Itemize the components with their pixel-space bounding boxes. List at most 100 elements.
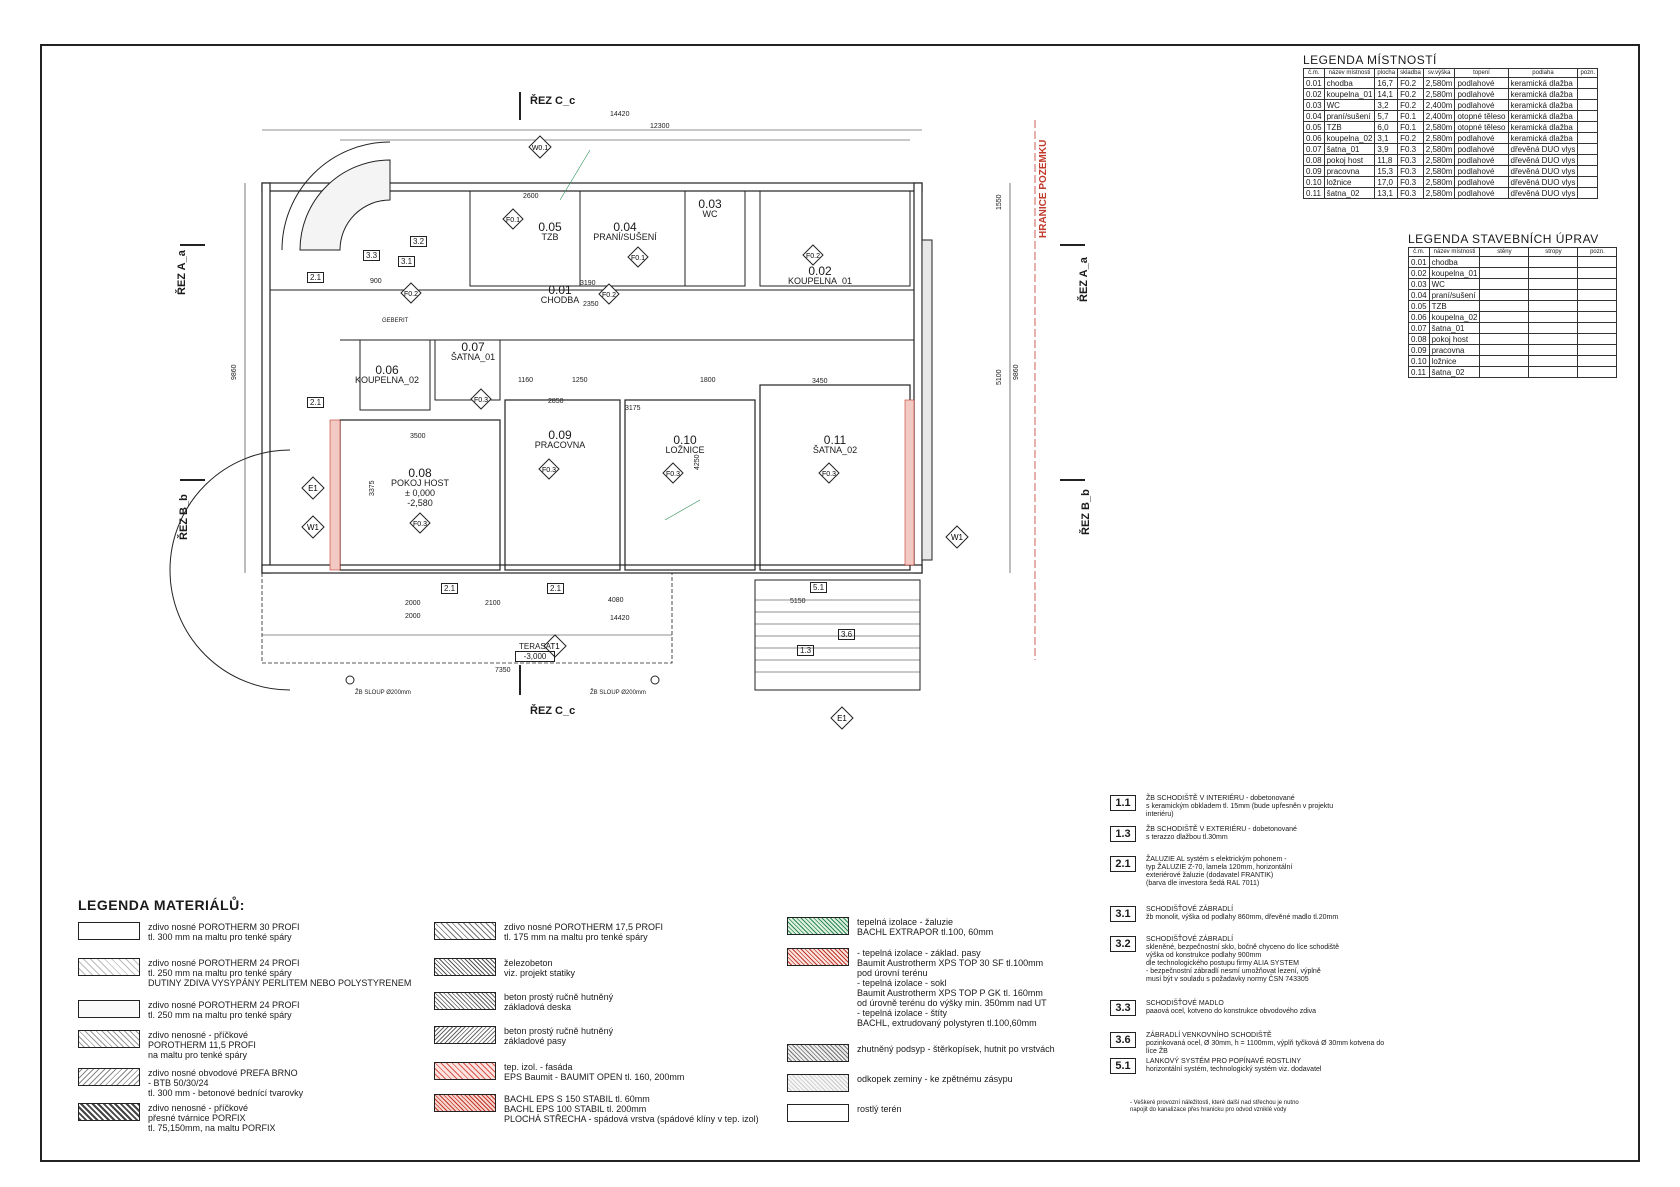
floor-tag-label: F0.3	[666, 471, 680, 478]
room-name: WC	[702, 209, 718, 219]
table-cell: praní/sušení	[1428, 289, 1481, 301]
note-item: 3.3 SCHODIŠŤOVÉ MADLO paaová ocel, kotve…	[1110, 1000, 1386, 1016]
room-0-08-label: 0.08 POKOJ HOST ± 0,000 -2,580	[385, 467, 455, 508]
material-item: odkopek zeminy - ke zpětnému zásypu	[787, 1074, 1013, 1092]
table-cell	[1577, 143, 1599, 155]
room-0-07-label: 0.07 ŠATNA_01	[448, 340, 498, 362]
table-cell: 0.10	[1408, 355, 1430, 367]
table-cell: F0.3	[1397, 187, 1424, 199]
floor-tag-label: F0.3	[413, 521, 427, 528]
material-label: beton prostý ručně hutněný základová des…	[504, 992, 614, 1012]
note-tag: 3.2	[1110, 936, 1136, 952]
table-cell	[1528, 344, 1579, 356]
room-number: 0.03	[698, 197, 722, 211]
cut-b-right: ŘEZ B_b	[1080, 489, 1092, 535]
table-cell	[1528, 355, 1579, 367]
build-legend-header-cell: č.m.	[1408, 247, 1430, 257]
room-name: PRANÍ/SUŠENÍ	[593, 232, 657, 242]
table-cell	[1577, 110, 1599, 122]
dim-5100: 5100	[996, 369, 1003, 385]
table-cell	[1479, 278, 1530, 290]
table-cell	[1577, 176, 1599, 188]
tag-label: W1	[307, 523, 320, 532]
room-name: ŠATNA_02	[812, 445, 858, 455]
table-cell: keramická dlažba	[1507, 132, 1579, 144]
table-cell: 0.03	[1303, 99, 1325, 111]
table-cell: 0.10	[1303, 176, 1325, 188]
tag-e1-b: E1	[830, 706, 854, 735]
room-0-01-label: 0.01 CHODBA	[530, 284, 590, 305]
table-cell: dřevěná DUO vlys	[1507, 143, 1579, 155]
material-label: zdivo nosné obvodové PREFA BRNO - BTB 50…	[148, 1068, 304, 1098]
room-number: 0.02	[808, 264, 832, 278]
dim-bottom-c: 2000	[405, 613, 421, 620]
table-cell	[1479, 256, 1530, 268]
note-text: ŽALUZIE AL systém s elektrickým pohonem …	[1146, 856, 1293, 887]
floor-tag-f03-d: F0.3	[662, 462, 684, 489]
table-cell: 2,580m	[1422, 121, 1456, 133]
table-cell: keramická dlažba	[1507, 110, 1579, 122]
material-swatch	[78, 1103, 140, 1121]
dim-top-inner: 12300	[650, 123, 670, 130]
material-label: zdivo nosné POROTHERM 30 PROFI tl. 300 m…	[148, 922, 300, 942]
dim-left-total: 9860	[231, 364, 238, 380]
note-tag: 1.3	[1110, 826, 1136, 842]
table-cell	[1528, 267, 1579, 279]
table-cell: ložnice	[1428, 355, 1481, 367]
table-cell: WC	[1428, 278, 1481, 290]
tag-w01: W0.1	[528, 135, 552, 164]
material-item: železobeton viz. projekt statiky	[434, 958, 575, 978]
room-number: 0.07	[461, 340, 485, 354]
tag-e1: E1	[301, 476, 325, 505]
tag-label: E1	[837, 714, 847, 723]
table-cell: koupelna_01	[1428, 267, 1481, 279]
build-legend-title: LEGENDA STAVEBNÍCH ÚPRAV	[1408, 232, 1599, 246]
table-cell: 11,8	[1374, 154, 1399, 166]
table-cell	[1479, 289, 1530, 301]
ref-1-3: 1.3	[797, 645, 815, 656]
table-cell: F0.3	[1397, 165, 1424, 177]
table-cell	[1577, 165, 1599, 177]
spiral-stair	[299, 159, 391, 251]
table-cell	[1528, 333, 1579, 345]
table-cell: koupelna_02	[1323, 132, 1376, 144]
note-item: 3.1 SCHODIŠŤOVÉ ZÁBRADLÍ žb monolit, výš…	[1110, 906, 1386, 922]
tag-label: E1	[308, 484, 318, 493]
note-text: ZÁBRADLÍ VENKOVNÍHO SCHODIŠTĚ pozinkovan…	[1146, 1032, 1385, 1055]
table-cell	[1577, 355, 1618, 367]
material-swatch	[78, 1030, 140, 1048]
table-cell: 0.02	[1408, 267, 1430, 279]
floor-tag-f03-b: F0.3	[409, 512, 431, 539]
material-swatch	[78, 958, 140, 976]
table-cell: podlahové	[1454, 132, 1509, 144]
dim-3190: 3190	[580, 280, 596, 287]
pillar-left	[345, 675, 355, 685]
material-label: tepelná izolace - žaluzie BACHL EXTRAPOR…	[857, 917, 994, 937]
table-cell	[1577, 289, 1618, 301]
room-name: LOŽNICE	[665, 445, 705, 455]
ref-3-3: 3.3	[363, 250, 381, 261]
table-cell: otopné těleso	[1454, 121, 1509, 133]
material-swatch	[787, 1104, 849, 1122]
table-cell: 2,400m	[1422, 99, 1456, 111]
build-legend-header-cell: stropy	[1528, 247, 1579, 257]
terrace-level: -3,000	[515, 651, 555, 662]
material-item: zdivo nenosné - příčkové POROTHERM 11,5 …	[78, 1030, 256, 1060]
material-item: zdivo nenosné - příčkové přesné tvárnice…	[78, 1103, 276, 1133]
table-cell: 0.09	[1408, 344, 1430, 356]
room-number: 0.06	[375, 363, 399, 377]
table-cell: šatna_01	[1323, 143, 1376, 155]
note-item: 3.6 ZÁBRADLÍ VENKOVNÍHO SCHODIŠTĚ pozink…	[1110, 1032, 1386, 1056]
table-cell: 3,1	[1374, 132, 1399, 144]
table-cell: pracovna	[1323, 165, 1376, 177]
ref-2-1-d: 2.1	[547, 583, 565, 594]
material-swatch	[434, 1094, 496, 1112]
note-text: LANKOVÝ SYSTÉM PRO POPÍNAVÉ ROSTLINY hor…	[1146, 1058, 1322, 1073]
table-cell: podlahové	[1454, 187, 1509, 199]
